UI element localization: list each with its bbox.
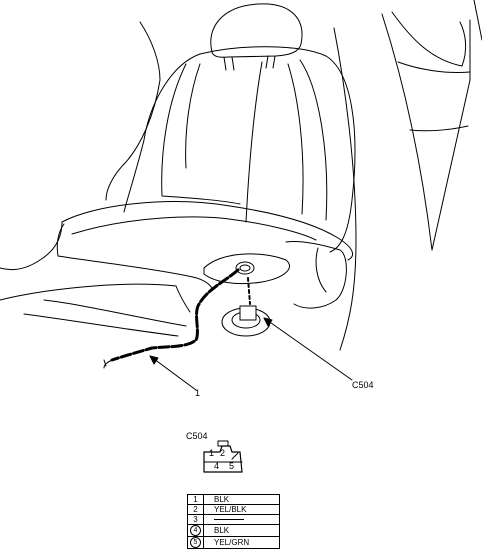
table-row: 3 [187, 514, 280, 525]
cushion-edge [56, 223, 65, 257]
cavity-2-label: 2 [220, 448, 226, 458]
door-window-frame [473, 0, 482, 41]
cushion-side [175, 285, 191, 313]
headrest-post-left [223, 56, 235, 71]
table-row: 4 BLK [187, 524, 280, 537]
cushion-top [61, 201, 354, 261]
seat-back-panel-inner [185, 63, 201, 169]
door-edge-2 [391, 11, 467, 67]
c504-leader [263, 317, 353, 381]
floor-line-2 [23, 313, 179, 337]
cushion-right-block [285, 241, 347, 309]
floor-line [43, 299, 187, 327]
wire-color [203, 514, 280, 525]
wire-color: YEL/GRN [203, 536, 280, 549]
unused-pin-dash [214, 519, 244, 521]
pin-number: 2 [187, 504, 204, 515]
cushion-panel [71, 216, 317, 241]
pin-number: 1 [187, 494, 204, 505]
buckle-hole-inner [239, 264, 251, 272]
part-callout-1: 1 [195, 388, 201, 398]
pin-circle: 4 [190, 525, 201, 536]
left-pillar [105, 21, 161, 201]
cushion-lower [0, 283, 177, 301]
seat-back-panel-left [161, 63, 241, 205]
cavity-5-label: 5 [229, 461, 235, 471]
door-edge-5 [409, 125, 469, 132]
c504-arrow [263, 317, 273, 327]
callout-1-leader [149, 355, 197, 391]
seat-back-left-side [123, 139, 145, 213]
pin-number-circled: 5 [187, 536, 204, 549]
wire-color: YEL/BLK [203, 504, 280, 515]
table-row: 2 YEL/BLK [187, 504, 280, 515]
cushion-right-top [315, 247, 327, 293]
harness-wire [110, 268, 240, 362]
cushion-front [57, 255, 213, 289]
cavity-4-label: 4 [214, 461, 220, 471]
pin-table: 1 BLK 2 YEL/BLK 3 4 BLK 5 YEL/GRN [187, 494, 280, 549]
buckle-hole [235, 261, 255, 275]
wire-color: BLK [203, 494, 280, 505]
seat-back-bolster [287, 63, 304, 215]
seat-back-outline [143, 46, 356, 253]
door-edge-3 [397, 61, 471, 73]
seat-back-seam [245, 61, 263, 223]
left-wall [0, 221, 63, 271]
connector-callout-c504: C504 [352, 380, 374, 390]
table-row: 1 BLK [187, 494, 280, 505]
seat-back-panel-right [299, 59, 328, 221]
door-edge-4 [431, 19, 471, 251]
callout-1-arrow [149, 355, 159, 365]
headrest [210, 3, 303, 58]
table-row: 5 YEL/GRN [187, 536, 280, 549]
headrest-post-right [265, 55, 276, 69]
connector-face-key [231, 452, 239, 460]
cavity-1-label: 1 [209, 448, 215, 458]
door-edge-left [333, 27, 357, 351]
door-edge [381, 13, 433, 251]
connector-body [239, 305, 257, 321]
connector-lock [217, 440, 229, 447]
buckle-pad [203, 253, 291, 285]
pin-number: 3 [187, 514, 204, 525]
pin-number-circled: 4 [187, 524, 204, 537]
pin-circle: 5 [190, 537, 201, 548]
connector-dash [247, 277, 251, 305]
wire-color: BLK [203, 524, 280, 537]
connector-face-outline [203, 445, 243, 473]
harness-end [103, 359, 113, 369]
connector-header-c504: C504 [186, 431, 208, 441]
